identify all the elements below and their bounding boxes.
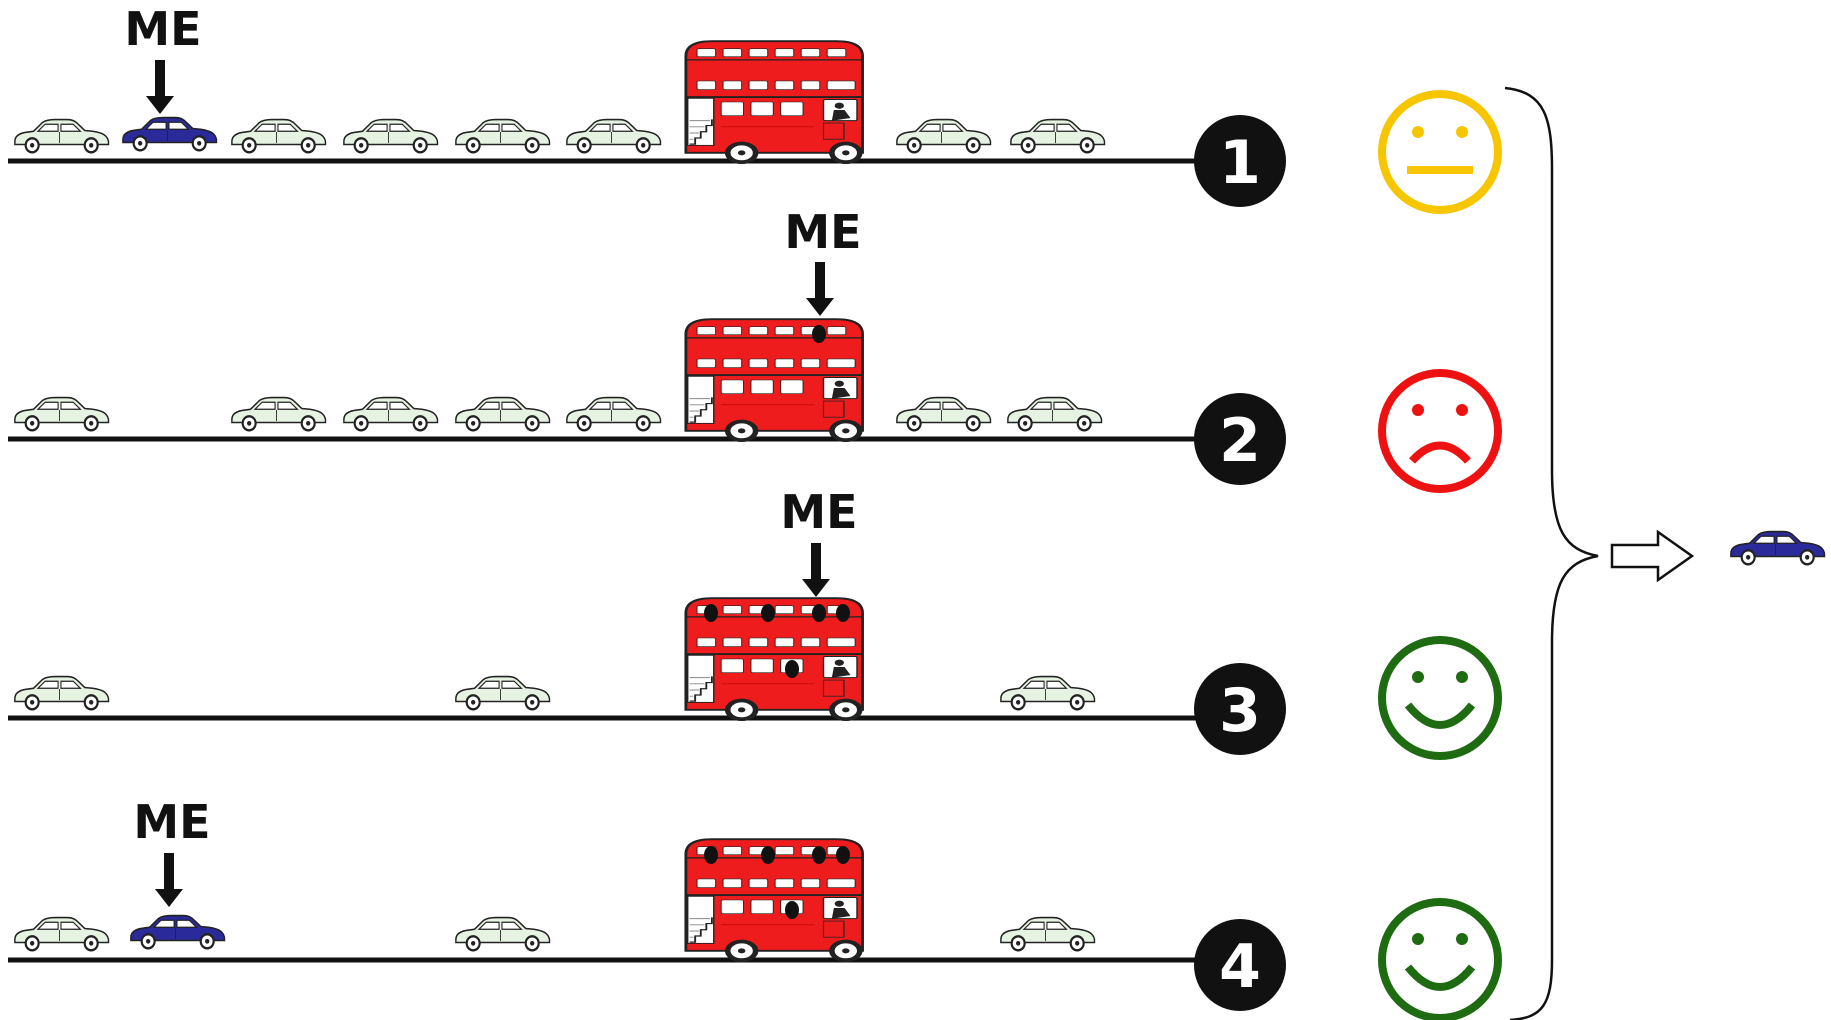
row-number-badge: 4 <box>1194 919 1286 1011</box>
me-label: ME <box>784 205 861 259</box>
me-arrow <box>155 853 183 907</box>
passenger <box>761 604 775 622</box>
me-label: ME <box>124 2 201 56</box>
car <box>344 398 438 431</box>
car <box>1008 398 1102 431</box>
outline-arrow-icon <box>1612 532 1692 580</box>
passenger <box>836 846 850 864</box>
car <box>344 120 438 153</box>
car <box>232 120 326 153</box>
happy-face-icon <box>1382 902 1498 1018</box>
car <box>1001 918 1095 951</box>
car <box>456 677 550 710</box>
row-number: 2 <box>1219 406 1261 476</box>
me-arrow <box>802 543 830 597</box>
row-number-badge: 1 <box>1194 115 1286 207</box>
me-label: ME <box>133 795 210 849</box>
row-2: ME 2 <box>8 205 1498 489</box>
car <box>1011 120 1105 153</box>
bus <box>686 41 863 162</box>
row-4: ME 4 <box>8 795 1498 1018</box>
car <box>15 918 109 951</box>
row-3: ME 3 <box>8 485 1498 756</box>
passenger <box>812 846 826 864</box>
car <box>1001 677 1095 710</box>
me-arrow <box>806 262 834 316</box>
bus <box>686 319 863 440</box>
passenger <box>704 846 718 864</box>
sad-face-icon <box>1382 373 1498 489</box>
row-1: ME 1 <box>8 2 1498 210</box>
car <box>15 677 109 710</box>
passenger <box>704 604 718 622</box>
car <box>456 398 550 431</box>
car <box>15 398 109 431</box>
passenger <box>785 660 799 678</box>
me-car <box>131 916 225 949</box>
happy-face-icon <box>1382 640 1498 756</box>
row-number: 3 <box>1219 676 1261 746</box>
car <box>456 120 550 153</box>
me-car <box>123 118 217 151</box>
passenger-me <box>812 325 826 343</box>
me-label: ME <box>780 485 857 539</box>
row-number: 4 <box>1219 932 1261 1002</box>
result-car <box>1731 532 1825 565</box>
car <box>567 120 661 153</box>
row-number: 1 <box>1219 128 1261 198</box>
car <box>456 918 550 951</box>
passenger-me <box>812 604 826 622</box>
car <box>897 398 991 431</box>
curly-brace <box>1505 88 1598 1020</box>
row-number-badge: 3 <box>1194 663 1286 755</box>
row-number-badge: 2 <box>1194 393 1286 485</box>
passenger <box>836 604 850 622</box>
neutral-face-icon <box>1382 94 1498 210</box>
car <box>15 120 109 153</box>
passenger <box>785 901 799 919</box>
car <box>897 120 991 153</box>
car <box>232 398 326 431</box>
passenger <box>761 846 775 864</box>
car <box>567 398 661 431</box>
me-arrow <box>146 60 174 114</box>
